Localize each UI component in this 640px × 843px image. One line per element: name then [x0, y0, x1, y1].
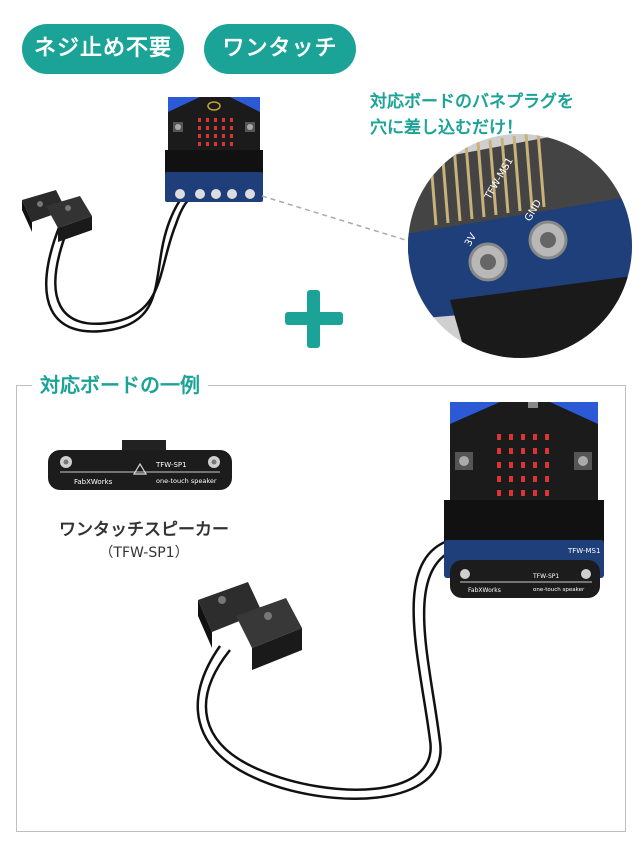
plus-icon [285, 290, 343, 348]
speaker-name: ワンタッチスピーカー [59, 520, 229, 540]
speaker-model: （TFW-SP1） [99, 545, 189, 561]
callout-line-1: 対応ボードのバネプラグを [370, 92, 574, 112]
magnet-sensor-large [198, 582, 302, 670]
board-label: TFW-MS1 [567, 547, 600, 555]
callout-line-2: 穴に差し込むだけ！ [370, 118, 523, 138]
microbit-board [165, 97, 263, 202]
speaker-product: FabⅩWorks TFW-SP1 one-touch speaker [48, 440, 232, 490]
spring-plug-closeup: 3V GND TFW-MS1 [408, 134, 632, 358]
spring-plug-callout: 対応ボードのバネプラグを 穴に差し込むだけ！ [370, 89, 630, 141]
speaker-product-code: TFW-SP1 [155, 461, 187, 469]
top-board-illustration: 3V GND TFW-MS1 [22, 97, 632, 358]
example-board-frame [16, 385, 626, 832]
no-screw-badge: ネジ止め不要 [22, 24, 184, 74]
board-speaker-tagline: one-touch speaker [533, 587, 585, 593]
board-speaker-code: TFW-SP1 [532, 573, 559, 580]
speaker-brand: FabⅩWorks [74, 478, 113, 486]
example-assembly-illustration: TFW-MS1 FabⅩWorks TFW-SP1 one-touch spea… [196, 402, 604, 800]
microbit-board-large: TFW-MS1 FabⅩWorks TFW-SP1 one-touch spea… [444, 402, 604, 598]
magnet-sensor [22, 190, 92, 242]
one-touch-badge: ワンタッチ [204, 24, 356, 74]
speaker-tagline: one-touch speaker [156, 477, 217, 485]
board-speaker-brand: FabⅩWorks [468, 587, 501, 594]
section-title: 対応ボードの一例 [32, 370, 208, 400]
